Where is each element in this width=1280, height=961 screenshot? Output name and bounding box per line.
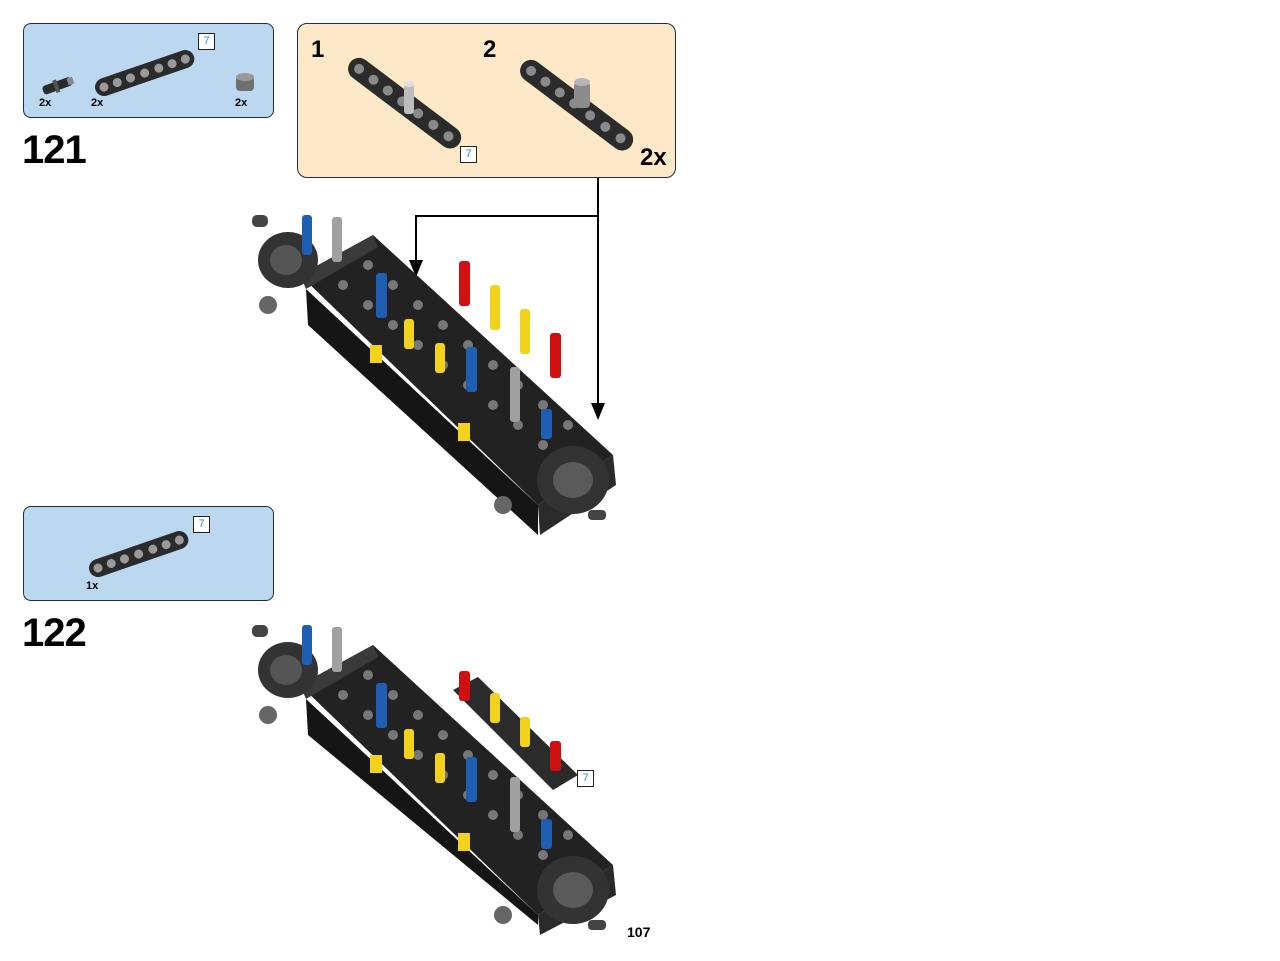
subassembly-callout: 1 7 2 2x — [297, 23, 676, 178]
page-number: 107 — [627, 924, 651, 940]
parts-list-122: 7 1x — [23, 506, 274, 601]
axle-pin-icon — [42, 76, 75, 95]
part-qty: 2x — [39, 97, 52, 109]
subassembly-1-liftarm — [348, 57, 462, 149]
part-qty: 2x — [235, 97, 248, 109]
callout-length-badge: 7 — [577, 770, 594, 787]
length-badge: 7 — [193, 516, 210, 533]
liftarm-7-icon — [95, 50, 195, 97]
substep-number: 2 — [483, 36, 497, 63]
model-assembly-122 — [252, 625, 616, 935]
part-qty: 2x — [91, 97, 104, 109]
parts-list-121: 2x 7 2x 2x — [23, 23, 274, 118]
step-number-121: 121 — [22, 128, 87, 172]
liftarm-7-icon — [89, 531, 189, 578]
step-number-122: 122 — [22, 611, 87, 655]
bush-icon — [236, 73, 254, 91]
substep-number: 1 — [311, 36, 325, 63]
part-qty: 1x — [86, 580, 99, 592]
subassembly-count: 2x — [640, 144, 667, 171]
subassembly-2-liftarm — [520, 59, 634, 151]
length-badge: 7 — [198, 33, 215, 50]
length-badge: 7 — [460, 146, 477, 163]
model-assembly-121 — [252, 215, 616, 535]
